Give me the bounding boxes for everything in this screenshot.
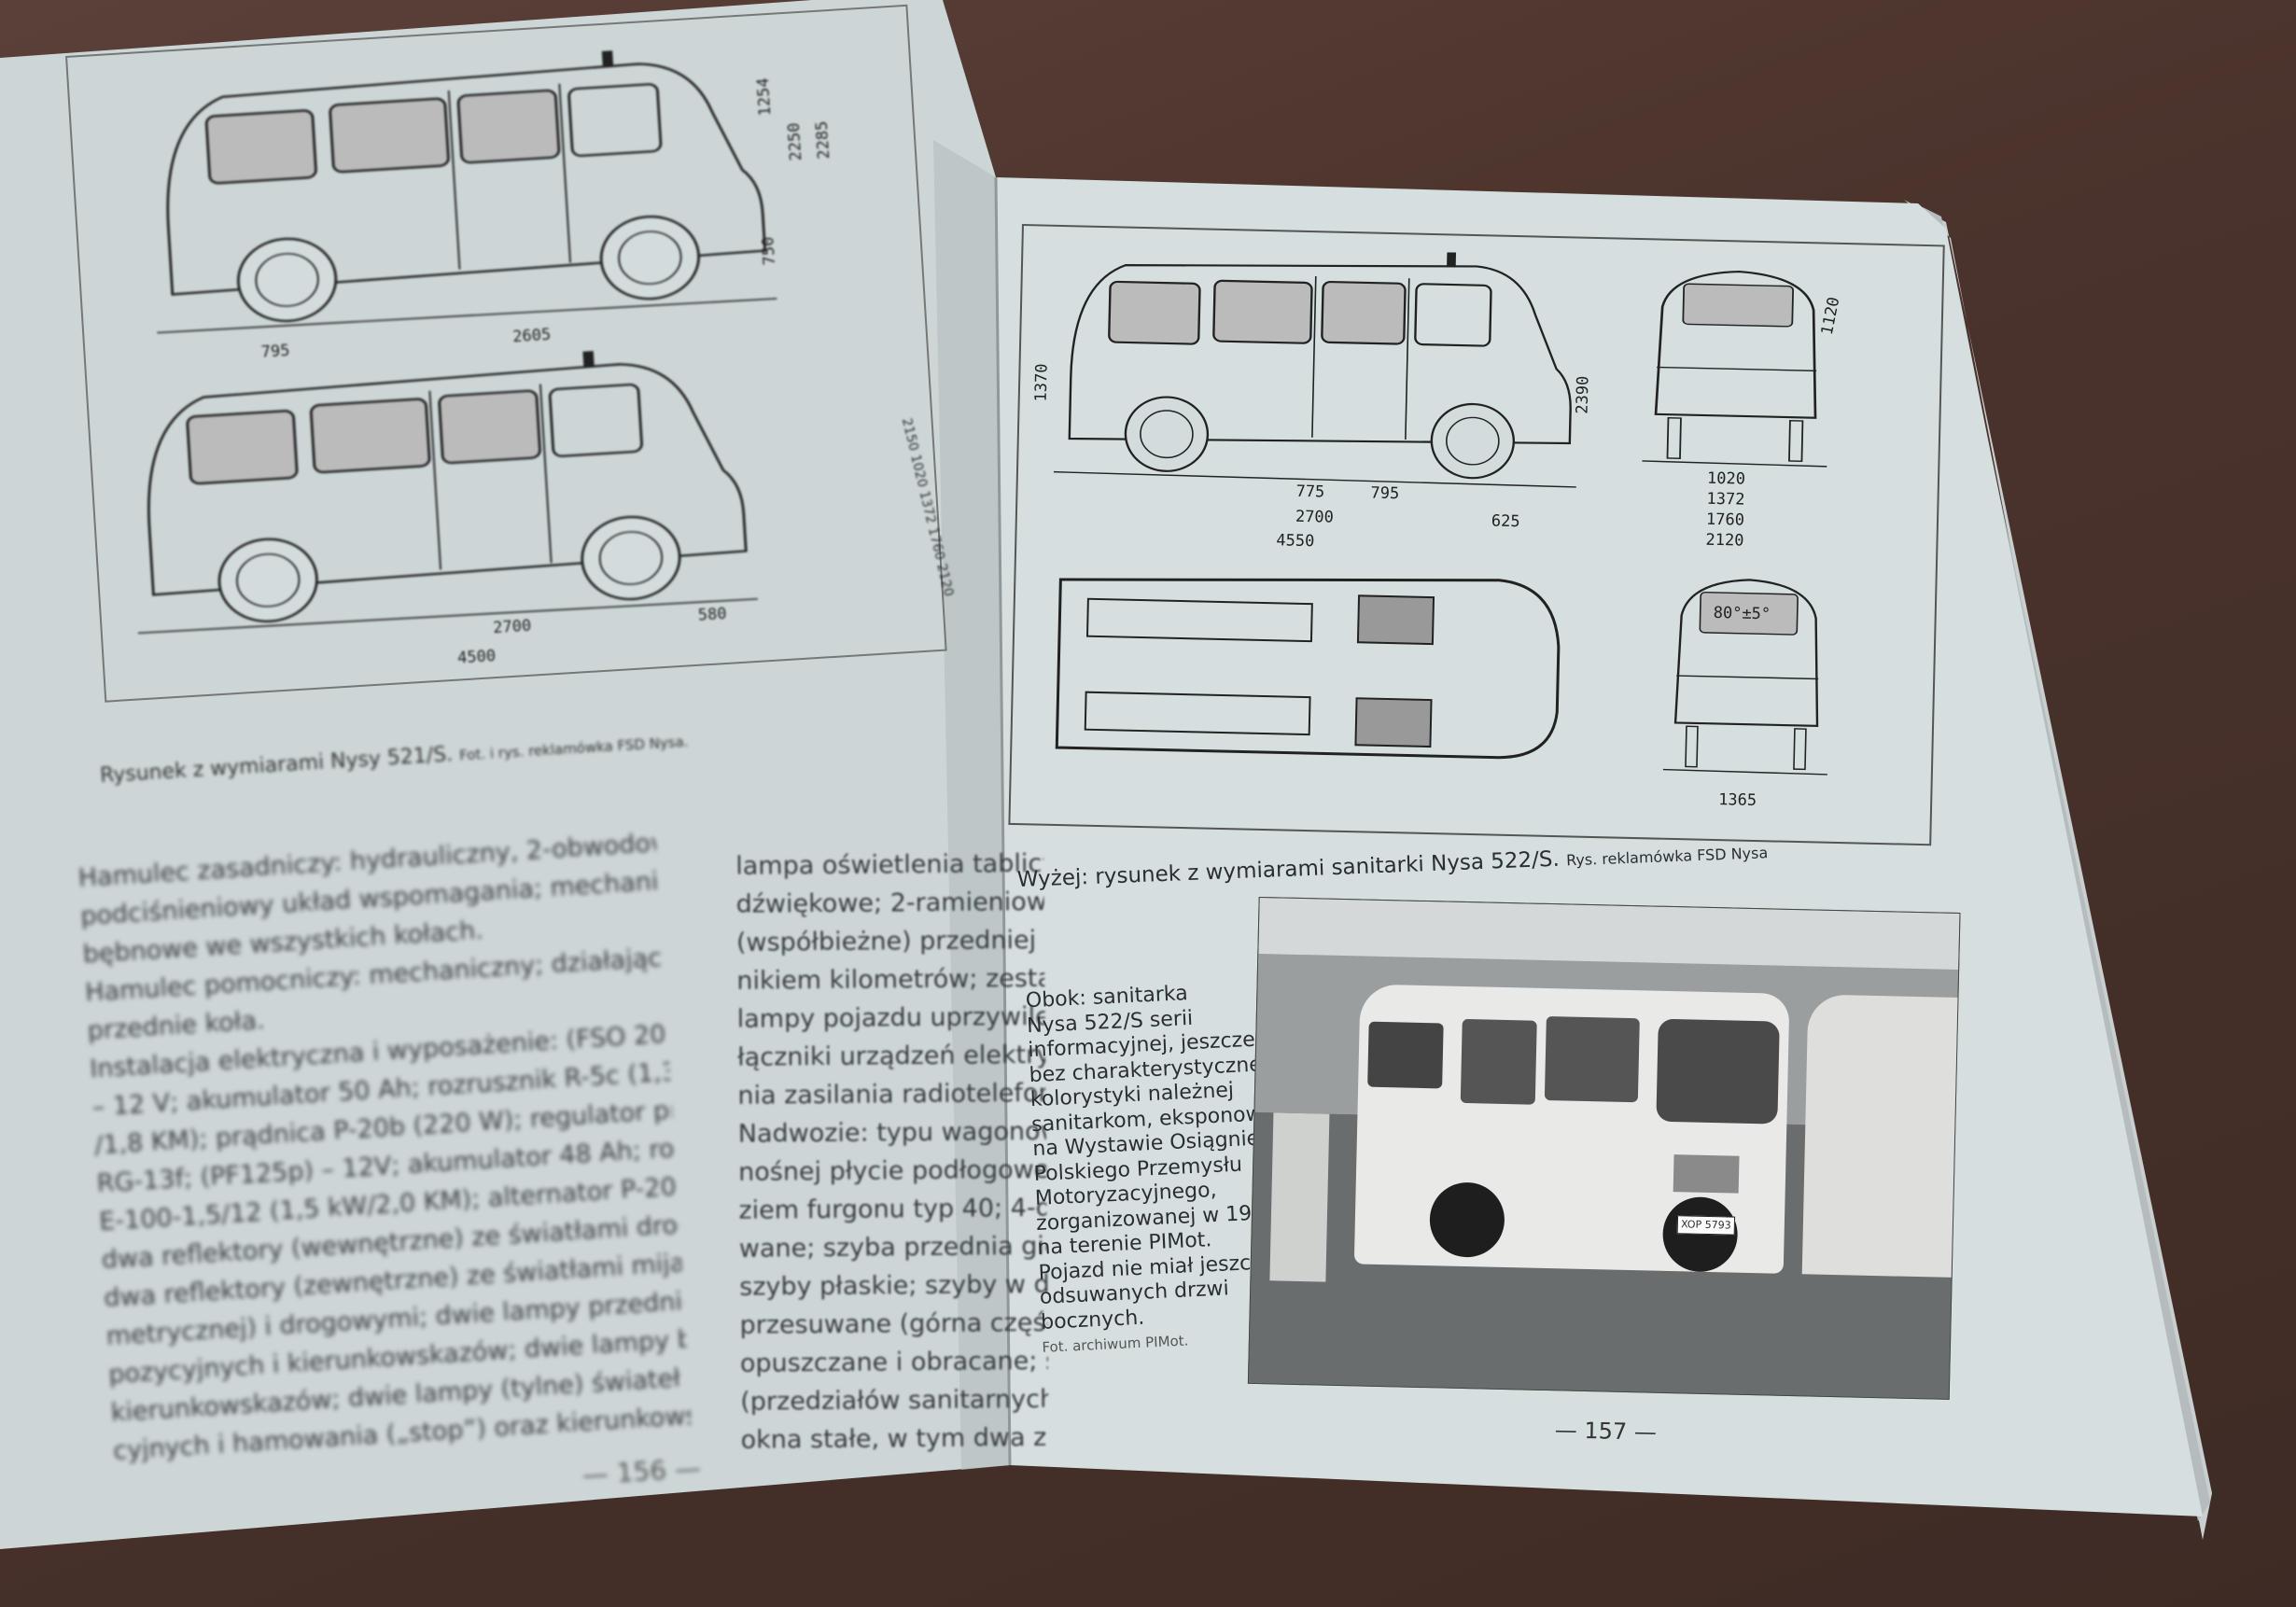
van-side-view-top [140, 40, 778, 338]
dim-label: 1120 [1818, 296, 1844, 337]
van-drawing-nysa-522s: 1370 2390 775 795 2700 625 4550 1120 102… [1032, 243, 1844, 810]
text-line: dźwiękowe; 2-ramieniowe, 2-biegowe wycie… [735, 885, 1044, 919]
left-page [0, 0, 1010, 1549]
spine [994, 176, 1012, 1466]
dim-label: 4500 [457, 647, 497, 667]
dim-label: 2285 [813, 120, 833, 160]
dim-label: 2700 [1295, 508, 1334, 527]
van-window [1544, 1015, 1640, 1103]
dim-label: 80°±5° [1714, 604, 1771, 623]
dim-label: 2390 [1574, 376, 1593, 414]
dim-label: 750 [759, 236, 779, 266]
van-rear-view [1641, 268, 1833, 468]
license-plate: XOP 5793 [1676, 1215, 1736, 1236]
caption-source: Fot. i rys. reklamówka FSD Nysa. [458, 733, 689, 764]
dim-label: 1370 [1032, 363, 1052, 401]
dim-label: 775 [1295, 482, 1324, 502]
text-column-1: Hamulec zasadniczy: hydrauliczny, 2-obwo… [77, 824, 693, 1471]
floor-plan [1055, 578, 1561, 760]
photo-nysa-van: XOP 5793 [1353, 984, 1790, 1274]
dim-label: 1020 [907, 453, 931, 489]
left-page-content: 795 2605 1254 2250 2285 750 2700 580 450… [65, 0, 1064, 1490]
dim-label: 2250 [785, 122, 805, 161]
dim-label: 1372 [1706, 490, 1744, 510]
text-line: (współbieżne) przedniej szyby; prędkości… [735, 922, 1044, 957]
dim-label: 1760 [924, 525, 947, 562]
caption-text: Wyżej: rysunek z wymiarami sanitarki Nys… [1016, 846, 1561, 893]
text-line: lampa oświetlenia tablicy rejestracyjnej… [735, 846, 1044, 881]
text-line: łączniki urządzeń elektrycznych; możliwo… [736, 1039, 1046, 1072]
text-line: nia zasilania radiotelefonu. [737, 1078, 1046, 1111]
dim-label: 2700 [493, 617, 532, 637]
caption-source: Rys. reklamówka FSD Nysa [1565, 844, 1769, 870]
dim-label: 1760 [1706, 510, 1744, 530]
dim-label: 795 [1370, 484, 1399, 504]
van-window [1460, 1018, 1537, 1105]
van-side-view-bottom [120, 340, 760, 638]
figure-caption-left: Rysunek z wymiarami Nysy 521/S. Fot. i r… [99, 729, 689, 789]
dim-label: 1365 [1718, 790, 1757, 810]
figure-caption-right: Wyżej: rysunek z wymiarami sanitarki Nys… [1016, 839, 1768, 892]
van-windshield [1656, 1018, 1780, 1125]
van-wheel [1429, 1181, 1505, 1258]
text-line: Nadwozie: typu wagonowego, zabudowane na [737, 1114, 1046, 1149]
dim-label: 795 [260, 342, 290, 362]
right-page-content: 1370 2390 775 795 2700 625 4550 1120 102… [995, 224, 1961, 1458]
van-drawing-nysa-521s: 795 2605 1254 2250 2285 750 2700 580 450… [120, 40, 833, 668]
dim-label: 1020 [1707, 469, 1745, 489]
van-window [1367, 1021, 1444, 1089]
dim-label: 580 [697, 605, 727, 625]
caption-text: Rysunek z wymiarami Nysy 521/S. [99, 743, 454, 789]
dim-label: 2120 [1705, 531, 1743, 551]
dim-label: 1372 [916, 489, 939, 525]
page-number-157: — 157 — [1554, 1417, 1658, 1446]
dim-label: 2605 [512, 326, 552, 346]
photo-other-car [1269, 1112, 1330, 1282]
dim-label: 2150 [898, 416, 921, 453]
photo-ambulance: XOP 5793 [1247, 896, 1961, 1400]
dim-label: 4550 [1276, 531, 1314, 551]
van-grille [1673, 1154, 1740, 1194]
text-line: lampy pojazdu uprzywilejowanego; wyłączn… [736, 999, 1045, 1034]
dim-label: 625 [1491, 511, 1520, 531]
van-side-view [1052, 243, 1583, 489]
dim-label: 1254 [754, 77, 775, 117]
spine-shadow [933, 140, 1010, 1470]
dim-label: 2120 [933, 562, 957, 598]
text-line: nikiem kilometrów; zestaw wskaźników; sy… [736, 961, 1045, 996]
photo-other-van [1801, 994, 1961, 1279]
